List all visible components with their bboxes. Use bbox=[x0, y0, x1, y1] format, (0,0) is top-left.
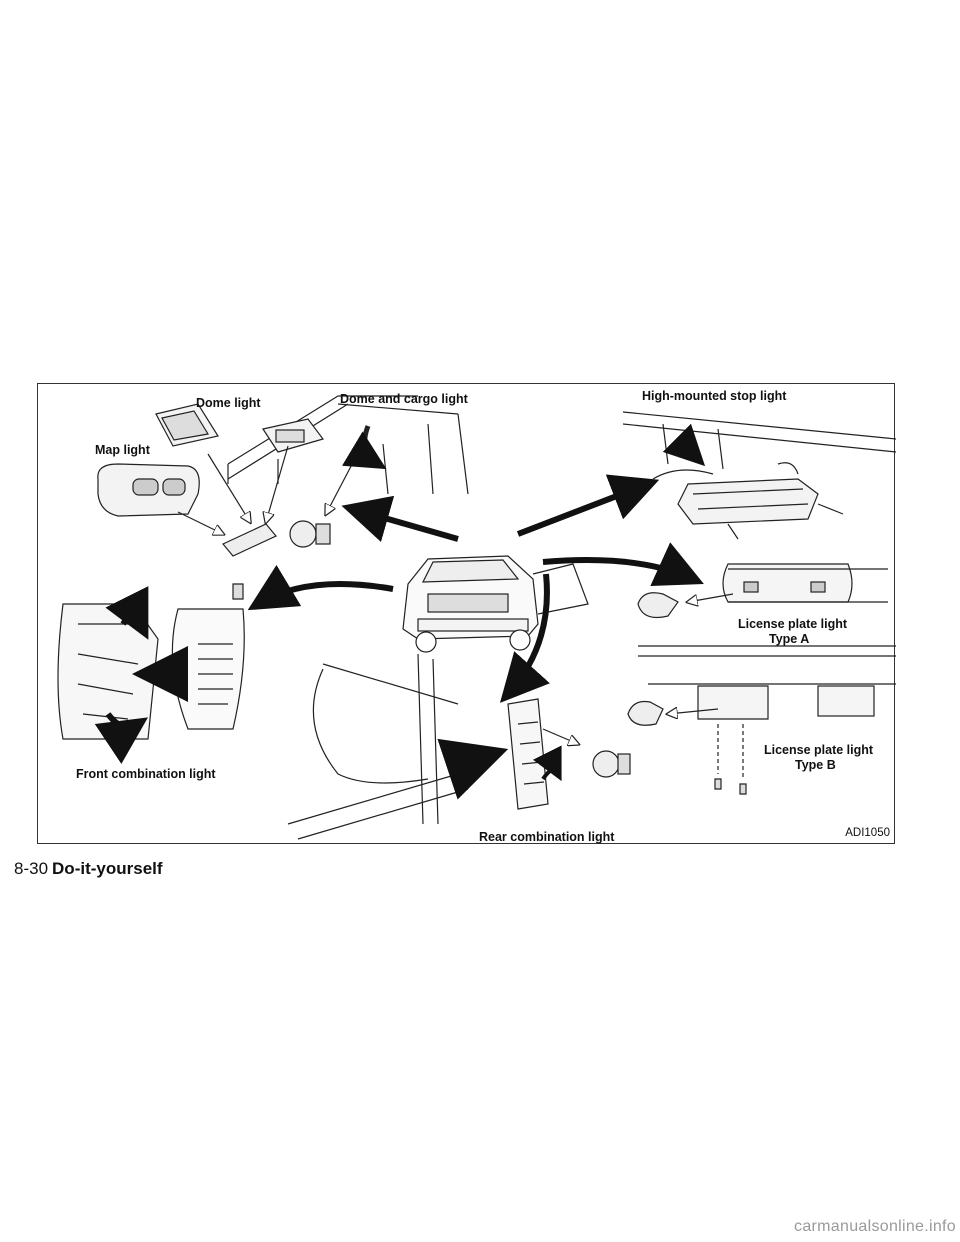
license-b-bulb bbox=[627, 700, 664, 726]
license-a-bulb bbox=[637, 592, 679, 619]
festoon-bulb bbox=[222, 523, 277, 557]
label-license-b-line2: Type B bbox=[795, 758, 836, 772]
license-b-bumper bbox=[638, 645, 896, 685]
hmsl-housing bbox=[677, 478, 819, 525]
bulb-locations-figure: Dome light Dome and cargo light High-mou… bbox=[37, 383, 896, 844]
wedge-bulb bbox=[289, 520, 317, 548]
label-dome-cargo-light: Dome and cargo light bbox=[340, 392, 468, 406]
rear-bulb bbox=[592, 750, 620, 778]
label-license-b-line1: License plate light bbox=[764, 743, 874, 757]
truck-drawing bbox=[402, 555, 589, 653]
label-license-a-line2: Type A bbox=[769, 632, 810, 646]
screw-left bbox=[714, 778, 722, 790]
license-b-housing bbox=[697, 685, 769, 720]
figure-code: ADI1050 bbox=[845, 826, 890, 839]
license-a-housing bbox=[722, 563, 853, 603]
watermark-text: carmanualsonline.info bbox=[794, 1218, 956, 1235]
front-screw bbox=[232, 583, 244, 600]
label-rear-combination-light: Rear combination light bbox=[479, 830, 615, 844]
label-high-mounted-stop-light: High-mounted stop light bbox=[642, 389, 787, 403]
section-title: Do-it-yourself bbox=[52, 859, 163, 878]
label-license-a-line1: License plate light bbox=[738, 617, 848, 631]
hmsl-roof bbox=[622, 411, 896, 470]
figure-illustration bbox=[57, 395, 896, 840]
screw-right bbox=[739, 783, 747, 795]
label-dome-light: Dome light bbox=[196, 396, 261, 410]
rear-combo-housing bbox=[507, 698, 549, 810]
roof-lines bbox=[227, 395, 469, 495]
front-combo-lens bbox=[171, 608, 245, 730]
rear-tailgate bbox=[287, 663, 469, 840]
label-front-combination-light: Front combination light bbox=[76, 767, 216, 781]
label-map-light: Map light bbox=[95, 443, 150, 457]
page-number: 8-30 bbox=[14, 859, 49, 878]
